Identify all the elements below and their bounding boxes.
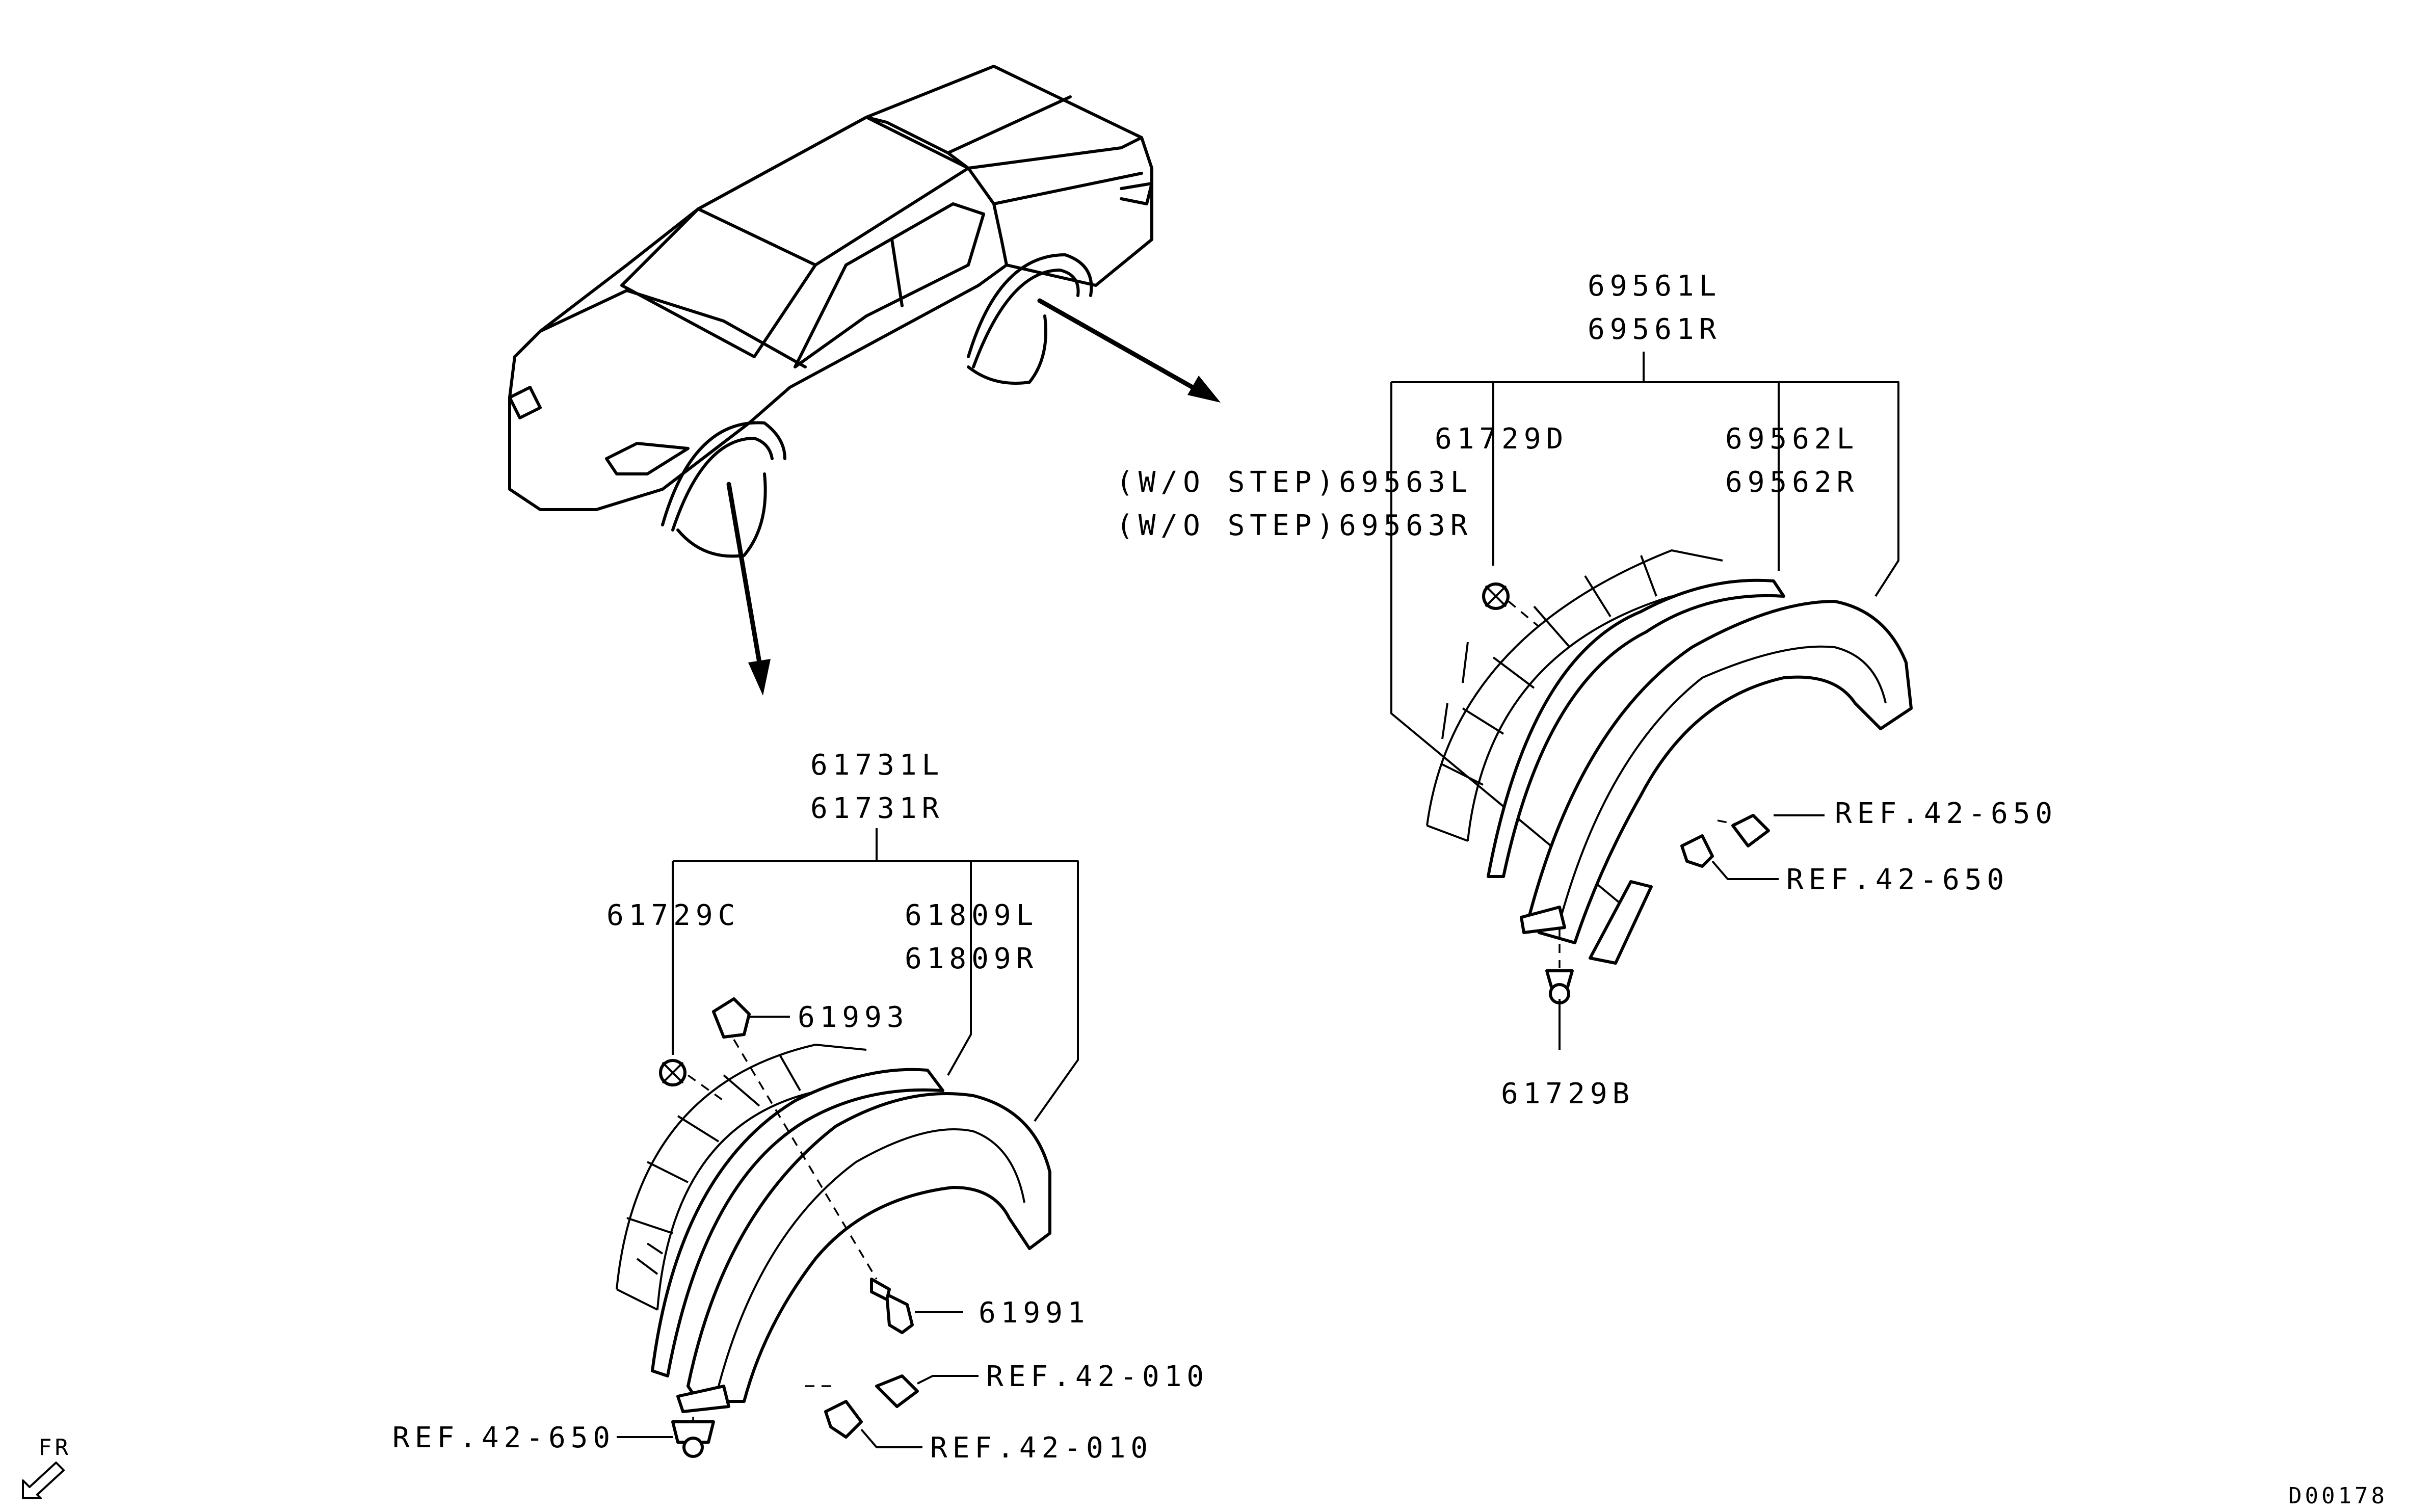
front-direction-arrow-icon bbox=[22, 1462, 65, 1499]
label-61731l: 61731L bbox=[810, 749, 944, 782]
rivet-ref-42-650-icon bbox=[1680, 814, 1770, 868]
label-69561l: 69561L bbox=[1588, 270, 1721, 303]
label-ref-42-650-a: REF.42-650 bbox=[1835, 797, 2057, 830]
label-61729c: 61729C bbox=[606, 899, 740, 932]
diagram-code: D00178 bbox=[2288, 1483, 2388, 1509]
rear-fender-assembly: 69561L 69561R 61729D 69562L 69562R (W/O … bbox=[1116, 270, 2057, 1110]
label-61809r: 61809R bbox=[905, 942, 1038, 975]
front-direction-marker: FR bbox=[22, 1435, 71, 1499]
clip-61729c-icon bbox=[659, 1059, 686, 1086]
label-ref-42-650-b: REF.42-650 bbox=[1786, 863, 2009, 896]
nut-61993-icon bbox=[712, 997, 751, 1039]
screw-61991-icon bbox=[870, 1278, 914, 1334]
label-69562r: 69562R bbox=[1725, 466, 1859, 499]
label-ref-42-010-b: REF.42-010 bbox=[930, 1431, 1153, 1465]
label-fr: FR bbox=[38, 1435, 71, 1461]
front-fender-assembly: 61731L 61731R 61729C 61809L 61809R 61993… bbox=[392, 749, 1209, 1465]
clip-61729d-icon bbox=[1482, 582, 1510, 610]
label-ref-42-650-c: REF.42-650 bbox=[392, 1421, 615, 1454]
clip-ref-42-650-icon bbox=[671, 1420, 715, 1458]
label-61731r: 61731R bbox=[810, 792, 944, 825]
pickup-truck-illustration bbox=[508, 65, 1153, 558]
label-69562l: 69562L bbox=[1725, 422, 1859, 456]
label-61991: 61991 bbox=[979, 1296, 1090, 1330]
label-69563r: (W/O STEP)69563R bbox=[1116, 509, 1472, 542]
label-69561r: 69561R bbox=[1588, 313, 1721, 346]
label-ref-42-010-a: REF.42-010 bbox=[986, 1360, 1209, 1393]
label-61729b: 61729B bbox=[1501, 1077, 1634, 1110]
clip-ref-42-010-icon bbox=[824, 1374, 919, 1439]
pointer-arrows bbox=[726, 298, 1221, 696]
label-69563l: (W/O STEP)69563L bbox=[1116, 466, 1472, 499]
label-61993: 61993 bbox=[798, 1001, 909, 1034]
label-61729d: 61729D bbox=[1435, 422, 1568, 456]
clip-61729b-icon bbox=[1545, 969, 1574, 1004]
label-61809l: 61809L bbox=[905, 899, 1038, 932]
